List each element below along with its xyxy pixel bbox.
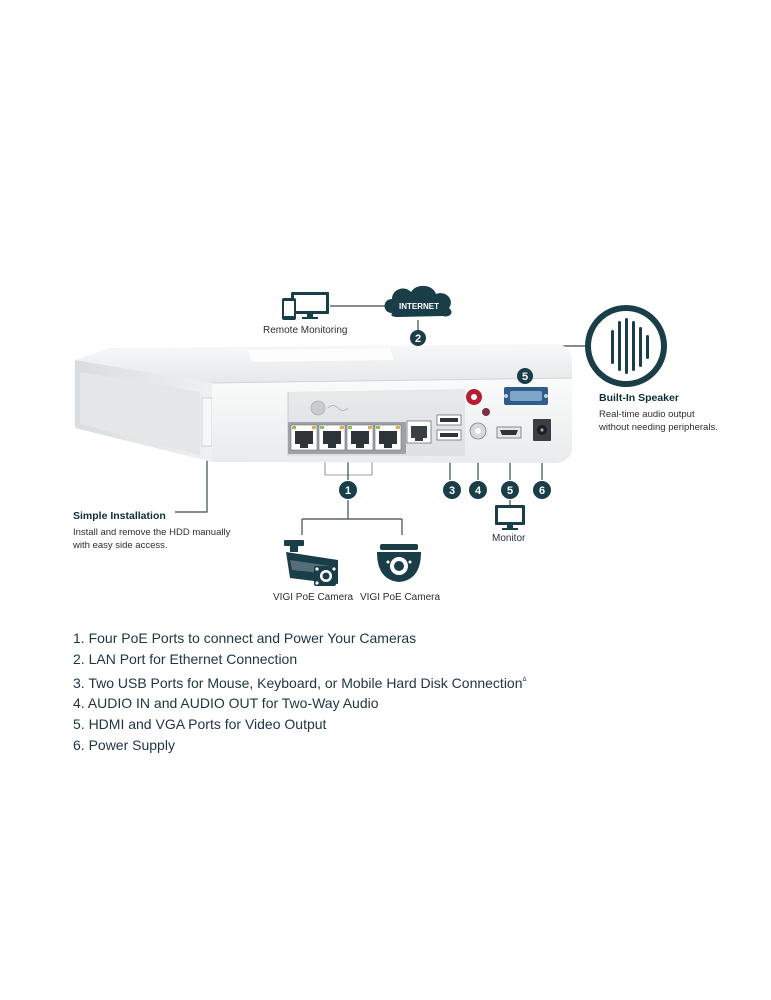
vga-port bbox=[504, 387, 548, 405]
monitor-icon bbox=[495, 505, 525, 530]
installation-title: Simple Installation bbox=[73, 510, 166, 522]
callout-badge-5-vga bbox=[517, 368, 533, 384]
ground-screw bbox=[310, 400, 326, 416]
feature-text: 2. LAN Port for Ethernet Connection bbox=[73, 650, 298, 667]
callout-number-3: 3 bbox=[449, 485, 455, 497]
feature-item: 1. Four PoE Ports to connect and Power Y… bbox=[73, 628, 527, 649]
callout-badge-1 bbox=[339, 481, 357, 499]
speaker-desc-line: Real-time audio output bbox=[599, 409, 695, 420]
poe-to-cameras-line bbox=[301, 500, 403, 535]
feature-item: 3. Two USB Ports for Mouse, Keyboard, or… bbox=[73, 670, 527, 694]
callout-badge-4 bbox=[469, 481, 487, 499]
callout-number-2: 2 bbox=[415, 333, 421, 345]
bullet-camera-icon bbox=[284, 540, 338, 586]
poe-port bbox=[374, 424, 402, 451]
hdd-callout-line bbox=[175, 455, 208, 513]
speaker-icon bbox=[585, 305, 667, 387]
feature-text: 5. HDMI and VGA Ports for Video Output bbox=[73, 716, 327, 733]
poe-ports bbox=[288, 422, 406, 454]
callout-badges: 1 2 3 4 5 5 6 bbox=[339, 330, 551, 499]
internet-cloud-icon bbox=[384, 285, 452, 317]
feature-text: 6. Power Supply bbox=[73, 736, 175, 753]
callout-badge-5 bbox=[501, 481, 519, 499]
callout-number-1: 1 bbox=[345, 485, 351, 497]
callout-number-6: 6 bbox=[539, 485, 545, 497]
speaker-title: Built-In Speaker bbox=[599, 392, 679, 404]
feature-item: 2. LAN Port for Ethernet Connection bbox=[73, 649, 527, 670]
callout-badge-6 bbox=[533, 481, 551, 499]
footnote-marker: Δ bbox=[522, 676, 527, 683]
poe-port bbox=[318, 424, 346, 451]
dome-camera-icon bbox=[377, 544, 421, 582]
callout-number-5: 5 bbox=[507, 485, 513, 497]
camera-label: VIGI PoE Camera bbox=[360, 592, 441, 603]
feature-list: 1. Four PoE Ports to connect and Power Y… bbox=[73, 628, 527, 756]
usb-ports bbox=[436, 414, 462, 441]
installation-desc-line: Install and remove the HDD manually bbox=[73, 527, 231, 538]
installation-desc-line: with easy side access. bbox=[73, 540, 168, 551]
speaker-description: Real-time audio output without needing p… bbox=[599, 408, 718, 434]
callout-badge-3 bbox=[443, 481, 461, 499]
poe-port bbox=[290, 424, 318, 451]
installation-description: Install and remove the HDD manually with… bbox=[73, 526, 230, 552]
power-port bbox=[533, 419, 551, 441]
callout-badge-2 bbox=[410, 330, 426, 346]
feature-item: 6. Power Supply bbox=[73, 735, 527, 756]
audio-jacks bbox=[466, 389, 490, 440]
monitor-label: Monitor bbox=[492, 533, 526, 544]
feature-text: 1. Four PoE Ports to connect and Power Y… bbox=[73, 630, 417, 646]
callout-number-4: 4 bbox=[475, 485, 482, 497]
remote-monitoring-label: Remote Monitoring bbox=[263, 325, 348, 336]
callout-number-5-vga: 5 bbox=[522, 371, 528, 383]
lan-port bbox=[406, 420, 432, 444]
feature-text: 3. Two USB Ports for Mouse, Keyboard, or… bbox=[73, 674, 523, 691]
remote-monitoring-icon bbox=[282, 292, 329, 320]
internet-label: INTERNET bbox=[399, 302, 439, 311]
hdmi-port bbox=[496, 426, 522, 439]
camera-label: VIGI PoE Camera bbox=[273, 592, 354, 603]
poe-port bbox=[346, 424, 374, 451]
hdd-bay-latch bbox=[201, 397, 213, 447]
feature-text: 4. AUDIO IN and AUDIO OUT for Two-Way Au… bbox=[73, 695, 379, 712]
speaker-desc-line: without needing peripherals. bbox=[599, 422, 718, 433]
feature-item: 4. AUDIO IN and AUDIO OUT for Two-Way Au… bbox=[73, 693, 527, 714]
feature-item: 5. HDMI and VGA Ports for Video Output bbox=[73, 714, 527, 735]
